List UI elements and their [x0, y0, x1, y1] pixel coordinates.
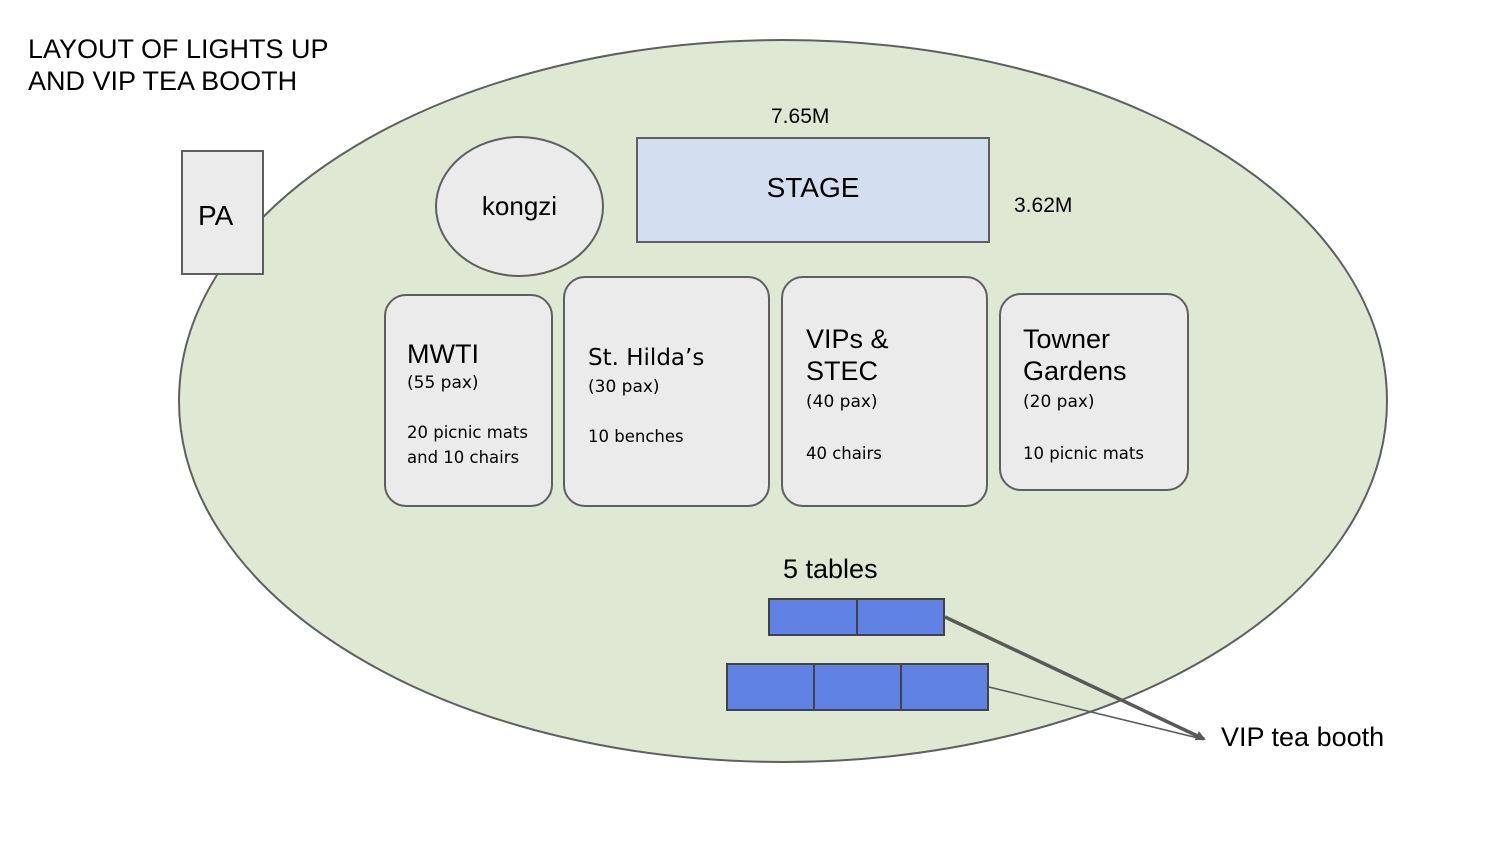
stage-depth-label: 3.62M	[1014, 194, 1073, 217]
pa-label: PA	[198, 200, 234, 231]
area-mwti: MWTI (55 pax) 20 picnic mats and 10 chai…	[384, 294, 553, 507]
area-note: 10 picnic mats	[1023, 444, 1144, 463]
table	[768, 598, 858, 636]
area-st-hildas: St. Hilda’s (30 pax) 10 benches	[563, 276, 770, 507]
kongzi-area: kongzi	[435, 136, 604, 277]
arrow-to-tea-booth-bottom	[988, 686, 1199, 739]
table	[856, 598, 945, 636]
table	[900, 663, 989, 711]
area-name: VIPs & STEC	[806, 324, 889, 386]
area-pax: (55 pax)	[407, 373, 479, 393]
table	[813, 663, 902, 711]
area-name: MWTI	[407, 339, 479, 369]
area-pax: (30 pax)	[588, 377, 660, 397]
tea-booth-label: VIP tea booth	[1221, 722, 1385, 752]
stage-label: STAGE	[766, 172, 860, 203]
arrow-to-tea-booth-top	[944, 615, 1206, 741]
area-note: 20 picnic mats and 10 chairs	[407, 423, 528, 467]
area-name: Towner Gardens	[1023, 324, 1127, 386]
area-vips-stec: VIPs & STEC (40 pax) 40 chairs	[781, 276, 988, 507]
kongzi-label: kongzi	[481, 191, 558, 221]
area-note: 40 chairs	[806, 444, 882, 463]
table	[726, 663, 815, 711]
pa-booth: PA	[181, 150, 264, 275]
stage-width-label: 7.65M	[771, 105, 830, 128]
area-name: St. Hilda’s	[588, 345, 705, 371]
area-note: 10 benches	[588, 427, 684, 446]
area-pax: (20 pax)	[1023, 392, 1095, 412]
stage: STAGE	[636, 137, 990, 243]
tables-label: 5 tables	[783, 554, 878, 584]
area-towner-gardens: Towner Gardens (20 pax) 10 picnic mats	[999, 293, 1189, 491]
area-pax: (40 pax)	[806, 392, 878, 412]
page-title: LAYOUT OF LIGHTS UP AND VIP TEA BOOTH	[28, 34, 329, 96]
